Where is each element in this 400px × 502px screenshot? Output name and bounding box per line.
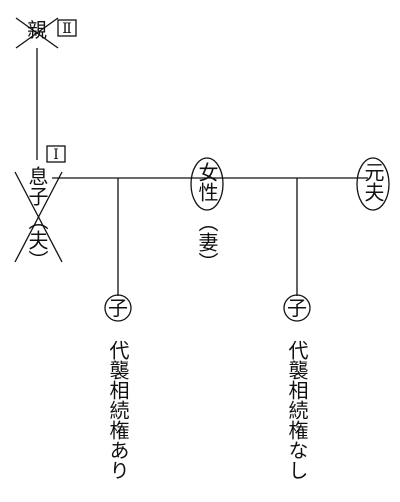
ex-husband-node: 元夫 [356,157,390,211]
son-label: 息子 [25,166,49,206]
son-cross-2 [14,171,63,263]
left-child-node: 子 代襲相続権あり [104,294,132,480]
son-marker: Ⅰ [53,147,59,163]
woman-node: 女性 （妻） [190,157,224,272]
right-child-node: 子 代襲相続権なし [283,294,311,480]
parent-marker-box [57,19,77,37]
son-node: Ⅰ 息子 （夫） [14,145,66,270]
woman-role-label: （妻） [195,212,219,272]
ex-husband-ellipse [356,157,390,211]
left-child-status: 代襲相続権あり [106,340,130,480]
left-child-circle [104,294,132,322]
right-child-status: 代襲相続権なし [285,340,309,480]
woman-label: 女性 [195,162,219,202]
left-child-label: 子 [108,296,128,320]
son-marker-box [46,145,66,163]
parent-marker: Ⅱ [62,21,72,37]
right-child-label: 子 [287,296,307,320]
ex-husband-label: 元夫 [361,162,385,202]
right-child-circle [283,294,311,322]
parent-node: 親 Ⅱ [15,17,77,49]
woman-ellipse [190,157,224,211]
parent-cross-2 [15,17,59,49]
